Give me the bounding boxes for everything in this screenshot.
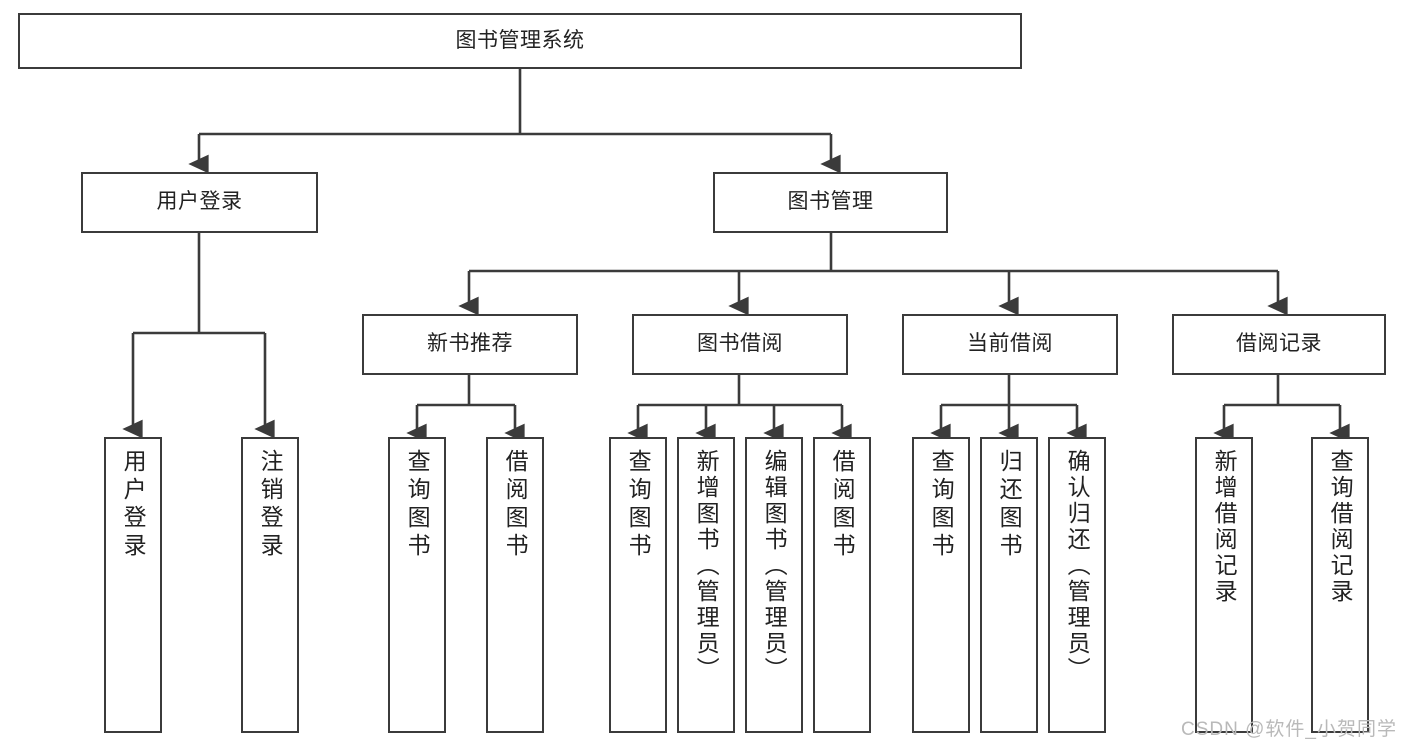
leaf-bb-query-book-label: 查询图书 (625, 449, 652, 561)
node-root[interactable]: 图书管理系统 (18, 13, 1022, 69)
leaf-nb-query-book[interactable]: 查询图书 (388, 437, 446, 733)
node-book-borrow[interactable]: 图书借阅 (632, 314, 848, 375)
leaf-cb-return-book-label: 归还图书 (996, 449, 1023, 561)
leaf-br-query-record[interactable]: 查询借阅记录 (1311, 437, 1369, 733)
leaf-bb-borrow-book[interactable]: 借阅图书 (813, 437, 871, 733)
node-borrow-record[interactable]: 借阅记录 (1172, 314, 1386, 375)
leaf-nb-borrow-book-label: 借阅图书 (502, 449, 529, 561)
leaf-bb-edit-book-label: 编辑图书（管理员） (761, 449, 788, 683)
leaf-nb-borrow-book[interactable]: 借阅图书 (486, 437, 544, 733)
leaf-bb-edit-book[interactable]: 编辑图书（管理员） (745, 437, 803, 733)
node-root-label: 图书管理系统 (455, 28, 585, 52)
leaf-user-login-label: 用户登录 (120, 449, 147, 561)
leaf-br-add-record-label: 新增借阅记录 (1211, 449, 1238, 605)
leaf-br-query-record-label: 查询借阅记录 (1327, 449, 1354, 605)
node-current-borrow[interactable]: 当前借阅 (902, 314, 1118, 375)
leaf-nb-query-book-label: 查询图书 (404, 449, 431, 561)
leaf-user-login[interactable]: 用户登录 (104, 437, 162, 733)
leaf-br-add-record[interactable]: 新增借阅记录 (1195, 437, 1253, 733)
node-book-manage-label: 图书管理 (787, 190, 874, 214)
leaf-bb-add-book[interactable]: 新增图书（管理员） (677, 437, 735, 733)
leaf-logout[interactable]: 注销登录 (241, 437, 299, 733)
leaf-cb-confirm-return-label: 确认归还（管理员） (1064, 449, 1091, 683)
node-new-book-recommend-label: 新书推荐 (427, 332, 513, 356)
node-current-borrow-label: 当前借阅 (967, 332, 1053, 356)
leaf-cb-query-book[interactable]: 查询图书 (912, 437, 970, 733)
node-new-book-recommend[interactable]: 新书推荐 (362, 314, 578, 375)
leaf-bb-add-book-label: 新增图书（管理员） (693, 449, 720, 683)
node-borrow-record-label: 借阅记录 (1236, 332, 1322, 356)
node-user-login[interactable]: 用户登录 (81, 172, 318, 233)
node-book-borrow-label: 图书借阅 (697, 332, 783, 356)
leaf-logout-label: 注销登录 (257, 449, 284, 561)
leaf-cb-query-book-label: 查询图书 (928, 449, 955, 561)
leaf-cb-confirm-return[interactable]: 确认归还（管理员） (1048, 437, 1106, 733)
node-user-login-label: 用户登录 (156, 190, 243, 214)
leaf-bb-borrow-book-label: 借阅图书 (829, 449, 856, 561)
node-book-manage[interactable]: 图书管理 (713, 172, 948, 233)
leaf-cb-return-book[interactable]: 归还图书 (980, 437, 1038, 733)
leaf-bb-query-book[interactable]: 查询图书 (609, 437, 667, 733)
